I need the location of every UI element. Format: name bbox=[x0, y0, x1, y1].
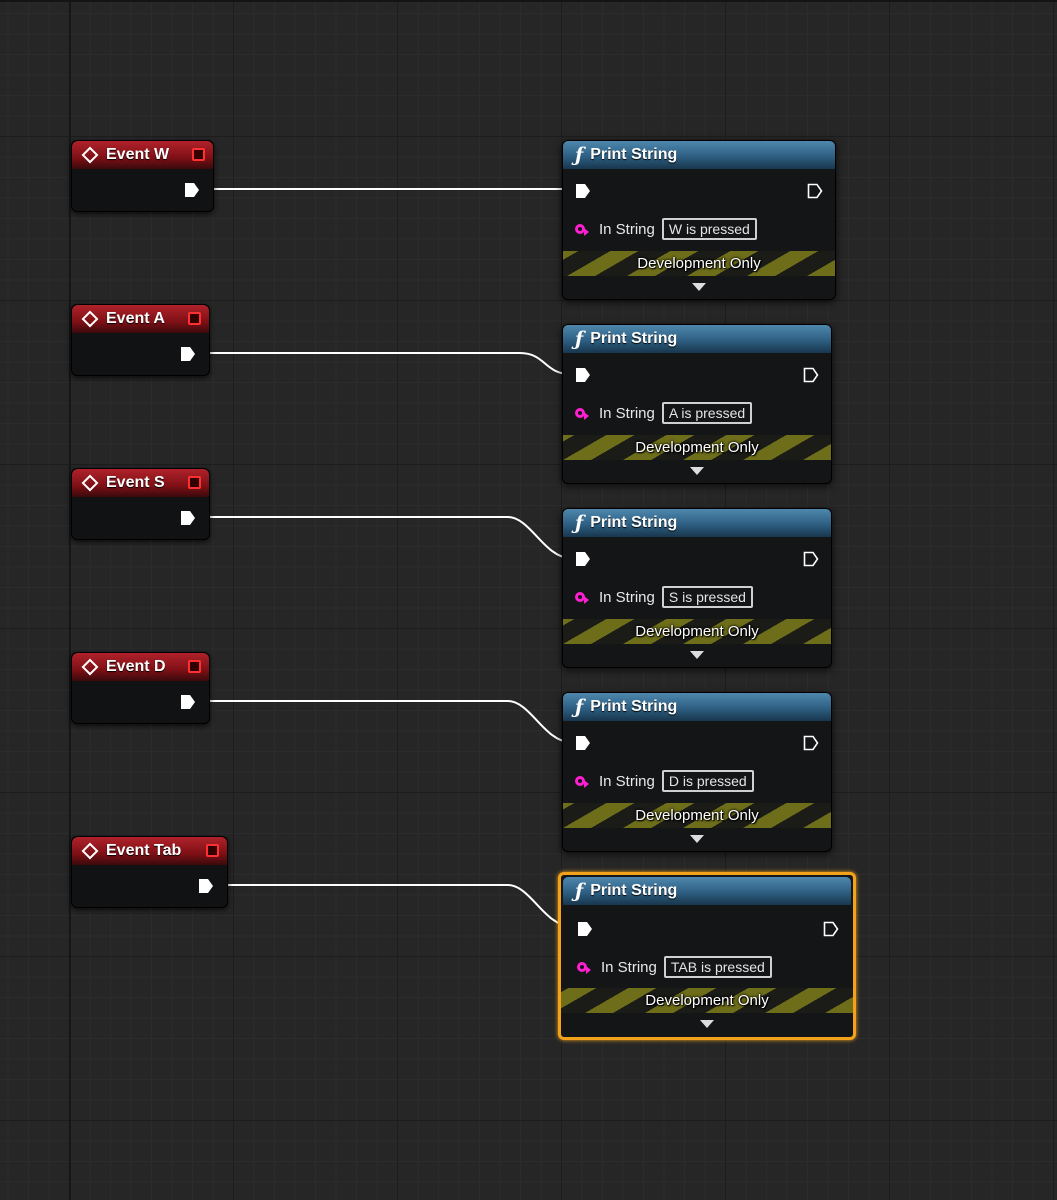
in-string-label: In String bbox=[599, 220, 655, 238]
event-title: Event D bbox=[106, 658, 166, 675]
development-only-label: Development Only bbox=[635, 439, 759, 456]
function-title: Print String bbox=[590, 146, 678, 163]
function-icon: ƒ bbox=[575, 328, 584, 350]
event-node-w[interactable]: Event W bbox=[71, 140, 214, 212]
delegate-pin-icon[interactable] bbox=[188, 312, 201, 325]
in-string-input[interactable]: TAB is pressed bbox=[663, 956, 772, 978]
event-header: Event A bbox=[72, 305, 209, 333]
event-node-tab[interactable]: Event Tab bbox=[71, 836, 228, 908]
function-title: Print String bbox=[590, 698, 678, 715]
in-string-label: In String bbox=[599, 772, 655, 790]
exec-out-pin-icon[interactable] bbox=[184, 182, 200, 198]
delegate-pin-icon[interactable] bbox=[188, 476, 201, 489]
function-header: ƒ Print String bbox=[563, 141, 835, 169]
in-string-row: In String W is pressed bbox=[575, 218, 757, 240]
exec-in-pin-icon[interactable] bbox=[575, 183, 591, 199]
print-string-node-d[interactable]: ƒ Print String In String D is pressed De… bbox=[562, 692, 832, 852]
function-title: Print String bbox=[590, 330, 678, 347]
expand-arrow-icon[interactable] bbox=[692, 283, 706, 291]
exec-wire-a[interactable] bbox=[204, 352, 571, 375]
event-node-d[interactable]: Event D bbox=[71, 652, 210, 724]
exec-out-pin-icon[interactable] bbox=[180, 510, 196, 526]
exec-out-pin-icon[interactable] bbox=[198, 878, 214, 894]
in-string-input[interactable]: A is pressed bbox=[661, 402, 753, 424]
in-string-input[interactable]: D is pressed bbox=[661, 770, 754, 792]
event-title: Event W bbox=[106, 146, 170, 163]
event-header: Event S bbox=[72, 469, 209, 497]
in-string-label: In String bbox=[599, 404, 655, 422]
in-string-label: In String bbox=[601, 958, 657, 976]
string-pin-icon[interactable] bbox=[575, 408, 589, 420]
event-diamond-icon bbox=[81, 310, 99, 328]
print-string-node-s[interactable]: ƒ Print String In String S is pressed De… bbox=[562, 508, 832, 668]
exec-out-pin-icon[interactable] bbox=[807, 183, 823, 199]
function-icon: ƒ bbox=[575, 696, 584, 718]
development-only-label: Development Only bbox=[635, 807, 759, 824]
exec-in-pin-icon[interactable] bbox=[575, 735, 591, 751]
development-only-label: Development Only bbox=[645, 992, 769, 1009]
development-only-banner: Development Only bbox=[563, 619, 831, 644]
function-icon: ƒ bbox=[575, 880, 584, 902]
event-node-a[interactable]: Event A bbox=[71, 304, 210, 376]
function-header: ƒ Print String bbox=[563, 693, 831, 721]
exec-out-pin-icon[interactable] bbox=[180, 346, 196, 362]
event-header: Event Tab bbox=[72, 837, 227, 865]
delegate-pin-icon[interactable] bbox=[192, 148, 205, 161]
in-string-input[interactable]: S is pressed bbox=[661, 586, 753, 608]
print-string-node-a[interactable]: ƒ Print String In String A is pressed De… bbox=[562, 324, 832, 484]
function-header: ƒ Print String bbox=[563, 325, 831, 353]
development-only-banner: Development Only bbox=[563, 435, 831, 460]
development-only-banner: Development Only bbox=[563, 251, 835, 276]
string-pin-icon[interactable] bbox=[575, 592, 589, 604]
string-pin-icon[interactable] bbox=[575, 776, 589, 788]
function-title: Print String bbox=[590, 514, 678, 531]
in-string-label: In String bbox=[599, 588, 655, 606]
in-string-row: In String TAB is pressed bbox=[577, 956, 772, 978]
exec-wire-tab[interactable] bbox=[222, 884, 571, 927]
event-title: Event Tab bbox=[106, 842, 182, 859]
development-only-banner: Development Only bbox=[563, 803, 831, 828]
expand-arrow-icon[interactable] bbox=[690, 651, 704, 659]
event-title: Event S bbox=[106, 474, 165, 491]
event-title: Event A bbox=[106, 310, 165, 327]
function-header: ƒ Print String bbox=[563, 509, 831, 537]
exec-out-pin-icon[interactable] bbox=[823, 921, 839, 937]
event-diamond-icon bbox=[81, 842, 99, 860]
development-only-label: Development Only bbox=[637, 255, 761, 272]
development-only-label: Development Only bbox=[635, 623, 759, 640]
exec-wire-d[interactable] bbox=[204, 700, 571, 743]
delegate-pin-icon[interactable] bbox=[206, 844, 219, 857]
function-icon: ƒ bbox=[575, 512, 584, 534]
print-string-node-w[interactable]: ƒ Print String In String W is pressed De… bbox=[562, 140, 836, 300]
exec-out-pin-icon[interactable] bbox=[803, 367, 819, 383]
exec-in-pin-icon[interactable] bbox=[575, 367, 591, 383]
print-string-node-tab[interactable]: ƒ Print String In String TAB is pressed … bbox=[558, 872, 856, 1040]
exec-in-pin-icon[interactable] bbox=[575, 551, 591, 567]
expand-arrow-icon[interactable] bbox=[700, 1020, 714, 1028]
event-diamond-icon bbox=[81, 146, 99, 164]
function-title: Print String bbox=[590, 882, 678, 899]
event-header: Event W bbox=[72, 141, 213, 169]
event-diamond-icon bbox=[81, 474, 99, 492]
exec-out-pin-icon[interactable] bbox=[803, 551, 819, 567]
string-pin-icon[interactable] bbox=[575, 224, 589, 236]
exec-wire-s[interactable] bbox=[204, 516, 571, 559]
exec-in-pin-icon[interactable] bbox=[577, 921, 593, 937]
expand-arrow-icon[interactable] bbox=[690, 835, 704, 843]
delegate-pin-icon[interactable] bbox=[188, 660, 201, 673]
in-string-input[interactable]: W is pressed bbox=[661, 218, 757, 240]
exec-out-pin-icon[interactable] bbox=[803, 735, 819, 751]
in-string-row: In String S is pressed bbox=[575, 586, 753, 608]
exec-out-pin-icon[interactable] bbox=[180, 694, 196, 710]
function-header: ƒ Print String bbox=[563, 877, 851, 905]
in-string-row: In String D is pressed bbox=[575, 770, 754, 792]
event-diamond-icon bbox=[81, 658, 99, 676]
string-pin-icon[interactable] bbox=[577, 962, 591, 974]
event-node-s[interactable]: Event S bbox=[71, 468, 210, 540]
expand-arrow-icon[interactable] bbox=[690, 467, 704, 475]
in-string-row: In String A is pressed bbox=[575, 402, 753, 424]
event-header: Event D bbox=[72, 653, 209, 681]
function-icon: ƒ bbox=[575, 144, 584, 166]
development-only-banner: Development Only bbox=[561, 988, 853, 1013]
